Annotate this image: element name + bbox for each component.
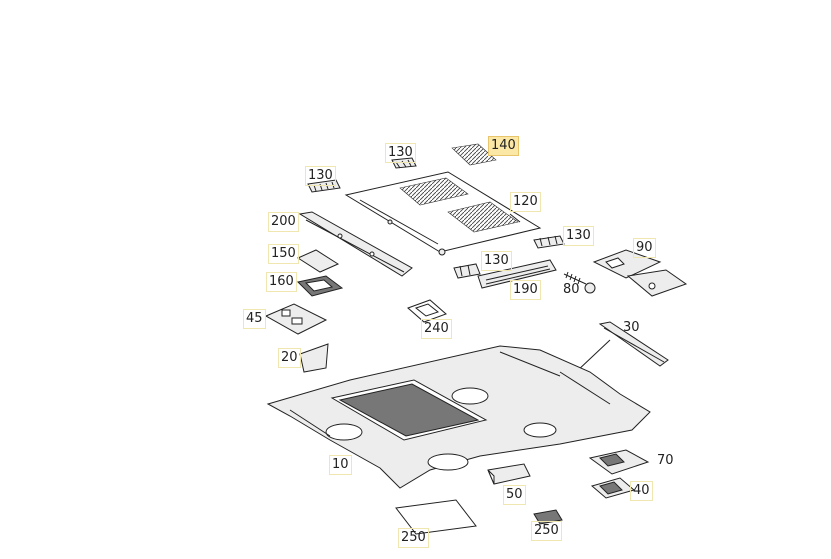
callout-50[interactable]: 50: [503, 485, 526, 505]
callout-70[interactable]: 70: [657, 453, 674, 468]
callout-130-right[interactable]: 130: [563, 226, 594, 246]
part-250-pad-large[interactable]: [395, 499, 477, 535]
part-70-bracket[interactable]: [588, 449, 650, 475]
part-190-handle[interactable]: [477, 259, 557, 289]
part-20-bracket[interactable]: [299, 343, 329, 373]
callout-150[interactable]: 150: [268, 244, 299, 264]
callout-80[interactable]: 80: [563, 282, 580, 297]
part-50-block[interactable]: [487, 463, 531, 485]
part-45-console-plate[interactable]: [264, 303, 328, 335]
part-240-frame[interactable]: [407, 299, 447, 323]
callout-200[interactable]: 200: [268, 212, 299, 232]
part-200-rail[interactable]: [298, 211, 413, 277]
callout-140[interactable]: 140: [488, 136, 519, 156]
callout-45[interactable]: 45: [243, 309, 266, 329]
part-250-pad-small[interactable]: [533, 509, 563, 525]
callout-40[interactable]: 40: [630, 481, 653, 501]
callout-30[interactable]: 30: [623, 320, 640, 335]
part-150-cover[interactable]: [296, 249, 340, 273]
callout-130-left[interactable]: 130: [305, 166, 336, 186]
callout-250-left[interactable]: 250: [398, 528, 429, 548]
callout-240[interactable]: 240: [421, 319, 452, 339]
part-120-roof-panel[interactable]: [344, 171, 542, 256]
part-140-grille[interactable]: [451, 143, 497, 166]
part-40-bracket[interactable]: [590, 477, 636, 499]
callout-120[interactable]: 120: [510, 192, 541, 212]
part-130-clip-left[interactable]: [307, 179, 341, 193]
callout-250-right[interactable]: 250: [531, 521, 562, 541]
callout-160[interactable]: 160: [266, 272, 297, 292]
callout-130-lower[interactable]: 130: [481, 251, 512, 271]
part-130-clip-top[interactable]: [391, 157, 417, 169]
callout-130-top[interactable]: 130: [385, 143, 416, 163]
part-130-clip-right[interactable]: [533, 235, 565, 249]
callout-190[interactable]: 190: [510, 280, 541, 300]
part-30-strip[interactable]: [575, 321, 669, 373]
callout-10[interactable]: 10: [329, 455, 352, 475]
part-160-lamp-housing[interactable]: [296, 275, 344, 297]
part-130-clip-lower[interactable]: [453, 263, 481, 279]
part-80-screw[interactable]: [563, 271, 596, 294]
part-10-headliner[interactable]: [266, 345, 651, 489]
callout-20[interactable]: 20: [278, 348, 301, 368]
callout-90[interactable]: 90: [633, 238, 656, 258]
